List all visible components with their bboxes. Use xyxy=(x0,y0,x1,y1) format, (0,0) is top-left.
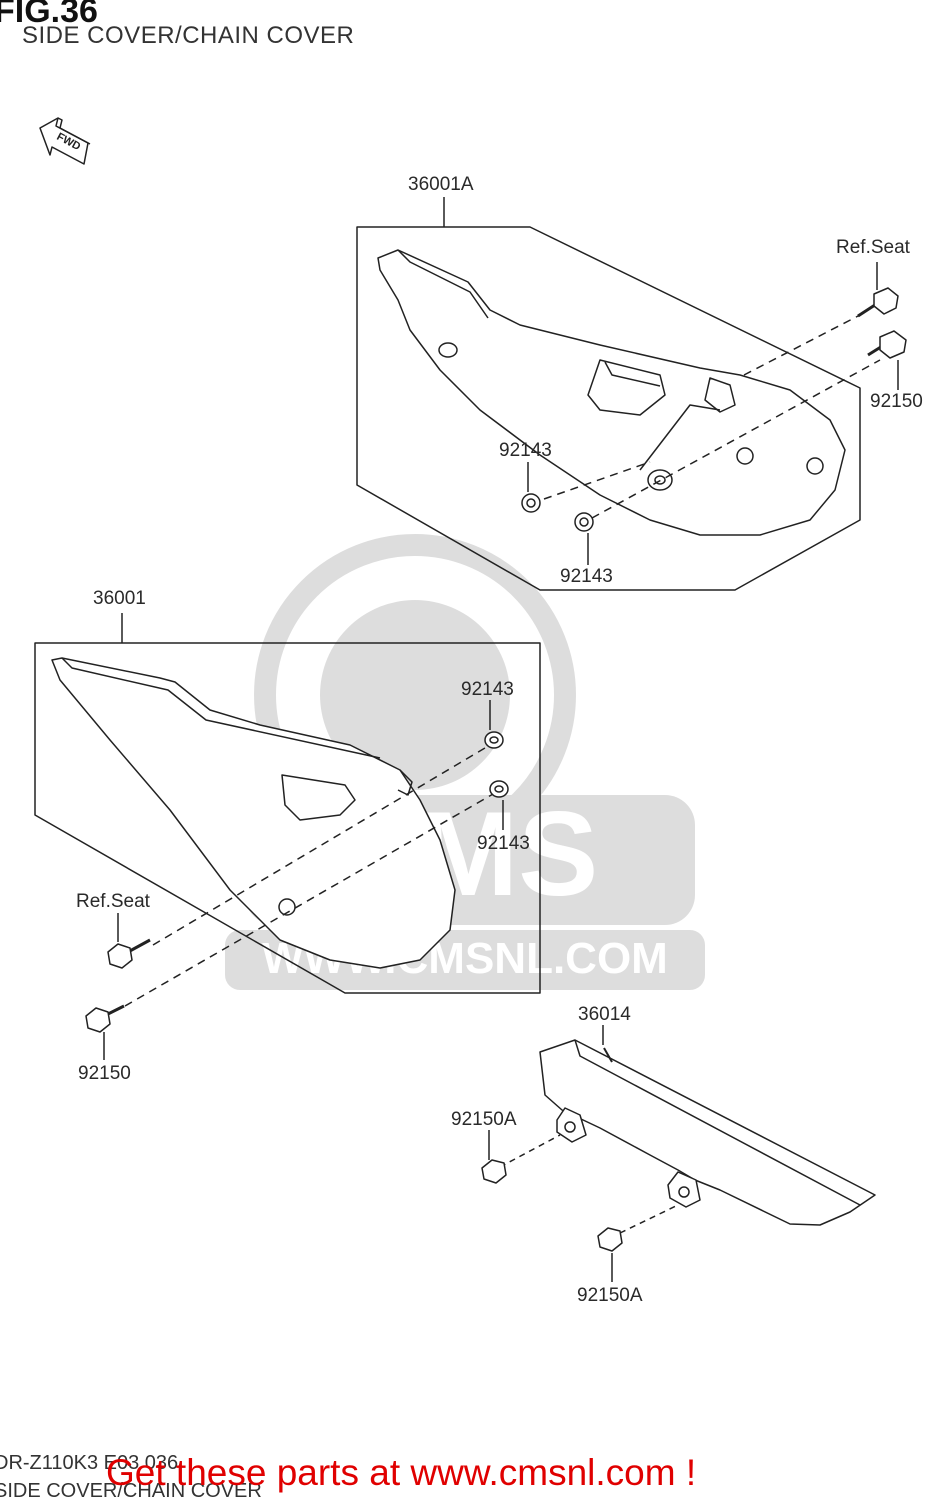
figure-subtitle: SIDE COVER/CHAIN COVER xyxy=(22,22,355,49)
fwd-arrow-icon xyxy=(39,117,91,165)
part-label-92143-c[interactable]: 92143 xyxy=(461,679,514,700)
bolt-92150A-b xyxy=(597,1204,679,1282)
promo-link[interactable]: Get these parts at www.cmsnl.com ! xyxy=(106,1452,697,1493)
chain-cover-36014 xyxy=(539,1039,876,1226)
part-label-92150A-a[interactable]: 92150A xyxy=(451,1109,517,1130)
part-label-92143-d[interactable]: 92143 xyxy=(477,833,530,854)
guide-line xyxy=(152,744,491,946)
bolt-92150A-a xyxy=(481,1130,561,1184)
bolt-ref-seat-lower xyxy=(107,913,151,969)
group-box-36001 xyxy=(34,642,541,994)
group-box-36001A xyxy=(356,226,861,591)
part-label-36014[interactable]: 36014 xyxy=(578,1004,631,1025)
guide-line xyxy=(591,359,881,519)
washer-92143-b xyxy=(574,512,594,565)
washer-92143-c xyxy=(484,700,504,749)
diagram-code: DR-Z110K3 E03 036 xyxy=(0,1452,179,1474)
part-label-ref-seat-upper: Ref.Seat xyxy=(836,237,910,258)
part-label-92150A-b[interactable]: 92150A xyxy=(577,1285,643,1306)
bolt-92150-lower xyxy=(85,1004,125,1060)
part-label-36001[interactable]: 36001 xyxy=(93,588,146,609)
part-label-92143-a[interactable]: 92143 xyxy=(499,440,552,461)
guide-line xyxy=(743,314,861,376)
side-cover-36001A xyxy=(377,249,846,536)
washer-92143-d xyxy=(489,780,509,830)
washer-92143-a xyxy=(521,462,541,513)
part-label-36001A[interactable]: 36001A xyxy=(408,174,474,195)
guide-line xyxy=(543,461,651,500)
side-cover-36001 xyxy=(51,657,456,969)
bolt-ref-seat-upper xyxy=(857,262,899,318)
guide-line xyxy=(124,789,501,1007)
part-label-92143-b[interactable]: 92143 xyxy=(560,566,613,587)
part-label-92150-upper[interactable]: 92150 xyxy=(870,391,923,412)
figure-number: FIG.36 xyxy=(0,0,98,30)
bolt-92150-upper xyxy=(867,330,907,390)
part-label-ref-seat-lower: Ref.Seat xyxy=(76,891,150,912)
footer-subtitle: SIDE COVER/CHAIN COVER xyxy=(0,1480,262,1502)
part-label-92150-lower[interactable]: 92150 xyxy=(78,1063,131,1084)
watermark-face xyxy=(320,600,510,790)
